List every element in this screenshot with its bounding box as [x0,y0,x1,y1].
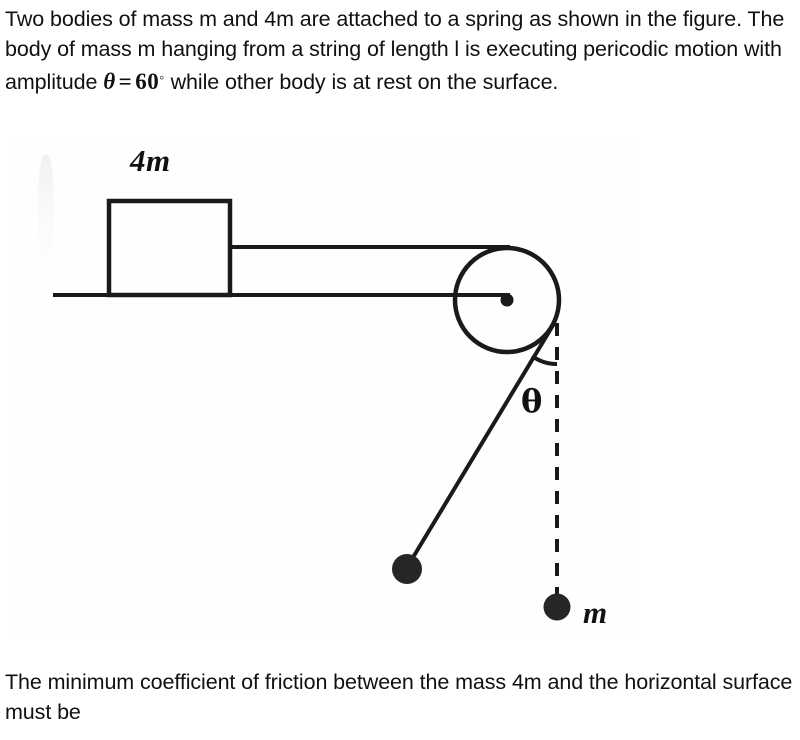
amplitude-math-expression: θ=60◦ [103,69,165,94]
theta-symbol: θ [103,69,116,94]
intro-text-part-2: while other body is at rest on the surfa… [164,70,559,94]
degree-symbol: ◦ [159,71,165,86]
physics-diagram [10,137,640,637]
pulley-axle-dot [500,293,514,307]
bob-mass-label: m [583,595,608,630]
angle-value: 60 [135,69,160,94]
pendulum-string [407,320,557,566]
angle-arc [530,354,558,367]
question-intro-text: Two bodies of mass m and 4m are attached… [5,4,797,97]
pulley-wheel [452,245,562,355]
equals-sign: = [118,69,133,94]
pendulum-bob-displaced [392,554,422,584]
block-mass-label: 4m [130,143,171,178]
question-closing-text: The minimum coefficient of friction betw… [5,670,793,724]
intro-text-part-1: Two bodies of mass m and 4m are attached… [5,7,785,94]
diagram-svg [53,198,571,621]
block-4m [106,198,233,298]
pendulum-bob-equilibrium [543,593,571,621]
angle-label: θ [521,382,543,420]
